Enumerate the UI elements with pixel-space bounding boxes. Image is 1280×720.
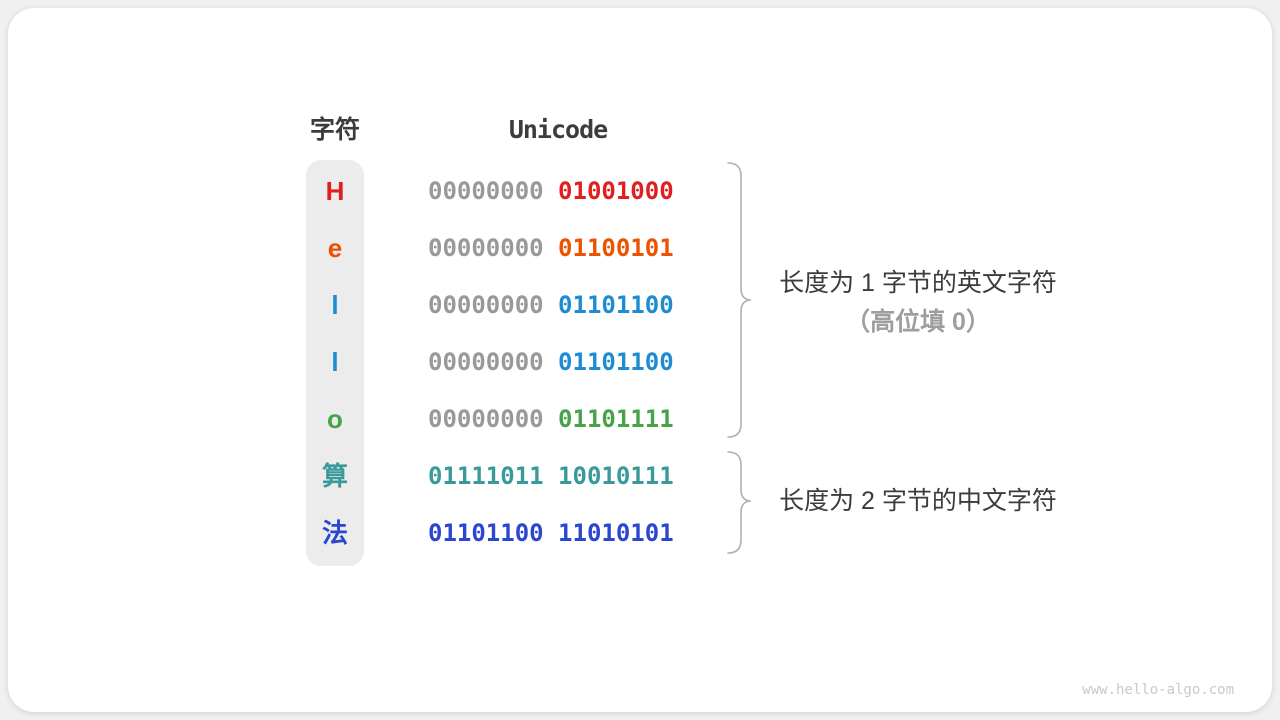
low-byte: 11010101	[558, 519, 674, 547]
high-byte: 00000000	[428, 405, 544, 433]
high-byte: 00000000	[428, 177, 544, 205]
diagram-card	[8, 8, 1272, 712]
char-cell: l	[331, 290, 339, 320]
low-byte: 10010111	[558, 462, 674, 490]
char-cell: o	[327, 404, 343, 434]
unicode-bits: 00000000 01100101	[428, 220, 674, 277]
char-column-background	[306, 160, 364, 566]
unicode-bits: 01101100 11010101	[428, 505, 674, 562]
low-byte: 01101100	[558, 348, 674, 376]
unicode-column-header: Unicode	[508, 115, 608, 144]
high-byte: 01101100	[428, 519, 544, 547]
table-row: l 00000000 01101100	[0, 334, 1280, 391]
high-byte: 00000000	[428, 291, 544, 319]
char-cell: e	[327, 233, 343, 263]
high-byte: 00000000	[428, 348, 544, 376]
char-cell: l	[331, 347, 339, 377]
high-byte: 01111011	[428, 462, 544, 490]
table-row: H 00000000 01001000	[0, 163, 1280, 220]
one-byte-note-line2: （高位填 0）	[845, 308, 991, 336]
unicode-bits: 00000000 01101100	[428, 277, 674, 334]
low-byte: 01100101	[558, 234, 674, 262]
two-byte-note: 长度为 2 字节的中文字符	[779, 487, 1057, 515]
one-byte-note-line1: 长度为 1 字节的英文字符	[779, 269, 1057, 297]
unicode-bits: 00000000 01101100	[428, 334, 674, 391]
low-byte: 01101111	[558, 405, 674, 433]
char-column-header: 字符	[309, 116, 360, 144]
table-row: o 00000000 01101111	[0, 391, 1280, 448]
char-cell: H	[325, 176, 345, 206]
char-cell: 法	[321, 518, 348, 548]
table-row: 法 01101100 11010101	[0, 505, 1280, 562]
unicode-bits: 00000000 01001000	[428, 163, 674, 220]
watermark: www.hello-algo.com	[1082, 682, 1234, 698]
char-cell: 算	[321, 461, 348, 491]
low-byte: 01101100	[558, 291, 674, 319]
high-byte: 00000000	[428, 234, 544, 262]
table-row: l 00000000 01101100	[0, 277, 1280, 334]
low-byte: 01001000	[558, 177, 674, 205]
table-row: 算 01111011 10010111	[0, 448, 1280, 505]
unicode-bits: 01111011 10010111	[428, 448, 674, 505]
table-row: e 00000000 01100101	[0, 220, 1280, 277]
unicode-bits: 00000000 01101111	[428, 391, 674, 448]
